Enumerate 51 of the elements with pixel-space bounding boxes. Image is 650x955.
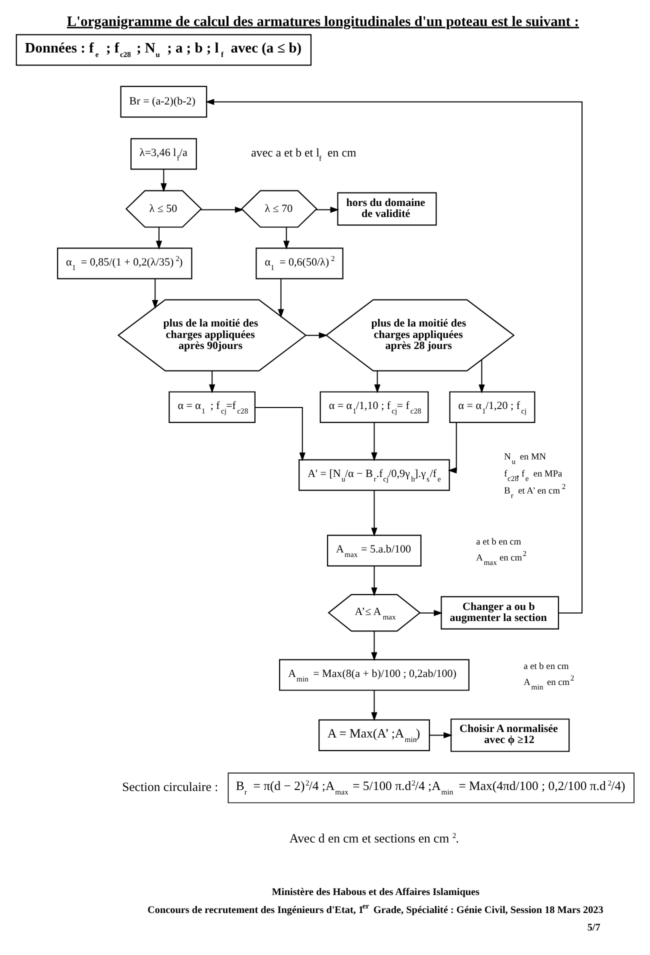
arrow bbox=[316, 206, 340, 213]
arrow bbox=[156, 227, 162, 250]
arrow bbox=[371, 490, 378, 537]
node-box: A$_{min}$ = Max(8(a + b)/100 ; 0,2ab/100) bbox=[279, 659, 470, 691]
label: A$_{max}$ en cm$^{2}$ bbox=[476, 549, 527, 568]
node-box: A = Max(A’ ;A$_{min}$) bbox=[318, 719, 430, 752]
node-box: α = α$_{1}$/1,20 ; f$_{cj}$ bbox=[449, 391, 536, 423]
arrow bbox=[160, 169, 167, 192]
arrow bbox=[278, 279, 284, 318]
label: Avec d en cm et sections en cm$^{2}$. bbox=[289, 831, 459, 846]
node-box: B$_{r}$ = π(d − 2)$^{2}$/4 ;A$_{max}$ = 5/100 π.d$^{2}$/4 ;A$_{min}$ = Max(4πd/100 ; 0,2/100 π.d$^{2}$/4) bbox=[228, 772, 634, 804]
node-box: Changer a ou b augmenter la section bbox=[440, 596, 560, 630]
arrow bbox=[306, 332, 328, 338]
arrow bbox=[209, 370, 216, 394]
node-box: α = α$_{1}$ ; f$_{cj}$=f$_{c28}$ bbox=[168, 391, 256, 423]
arrow bbox=[371, 631, 378, 662]
label: Ministère des Habous et des Affaires Islamiques bbox=[272, 886, 480, 898]
label: 5/7 bbox=[587, 922, 600, 934]
node-box: hors du domaine de validité bbox=[337, 192, 437, 226]
arrow bbox=[255, 407, 306, 462]
arrow bbox=[371, 422, 378, 462]
label: Concours de recrutement des Ingénieurs d'Etat, 1$^{er}$ Grade, Spécialité : Génie Civil, Session 18 Mars 2023 bbox=[148, 901, 604, 916]
label: A$_{min}$ en cm$^{2}$ bbox=[524, 673, 574, 692]
node-box: Br = (a-2)(b-2) bbox=[120, 86, 208, 118]
label: f$_{c28}$, f$_{e}$ en MPa bbox=[504, 470, 562, 484]
node-box: α$_{1}$ = 0,6(50/λ)$^{2}$ bbox=[256, 248, 344, 280]
arrow bbox=[371, 690, 378, 722]
arrow bbox=[448, 422, 457, 474]
node-box: Données : f$_{e}$ ; f$_{c28}$ ; N$_{u}$ ; a ; b ; l$_{f}$ avec (a ≤ b) bbox=[16, 34, 312, 66]
arrow bbox=[374, 370, 380, 394]
arrow bbox=[205, 98, 583, 614]
label: N$_{u}$ en MN bbox=[504, 452, 546, 466]
arrow bbox=[371, 566, 378, 596]
arrow bbox=[283, 227, 290, 250]
arrow bbox=[200, 206, 244, 213]
node-box: α$_{1}$ = 0,85/(1 + 0,2(λ/35)$^{2}$) bbox=[57, 248, 192, 280]
label: B$_{r}$ et A' en cm$^{2}$ bbox=[504, 482, 566, 500]
node-box: Choisir A normalisée avec ϕ ≥12 bbox=[450, 718, 570, 752]
node-box: λ=3,46 l$_{f}$/a bbox=[130, 138, 197, 170]
node-box: A$_{max}$ = 5.a.b/100 bbox=[327, 534, 422, 566]
arrow bbox=[152, 279, 158, 309]
label: a et b en cm bbox=[476, 538, 522, 548]
label: a et b en cm bbox=[524, 662, 569, 672]
arrow bbox=[430, 732, 452, 738]
node-label: Section circulaire : bbox=[122, 780, 218, 794]
node-box: A' = [N$_{u}$/α − B$_{r}$.f$_{cj}$/0,9γ$_{b}$].γ$_{s}$/f$_{e}$ bbox=[298, 459, 450, 491]
arrow bbox=[478, 360, 485, 394]
arrow bbox=[420, 610, 443, 616]
diagram-title: L'organigramme de calcul des armatures longitudinales d'un poteau est le suivant : bbox=[66, 14, 580, 30]
node-box: α = α$_{1}$/1,10 ; f$_{cj}$= f$_{c28}$ bbox=[320, 391, 429, 423]
label: avec a et b et l$_{f}$ en cm bbox=[251, 146, 356, 164]
